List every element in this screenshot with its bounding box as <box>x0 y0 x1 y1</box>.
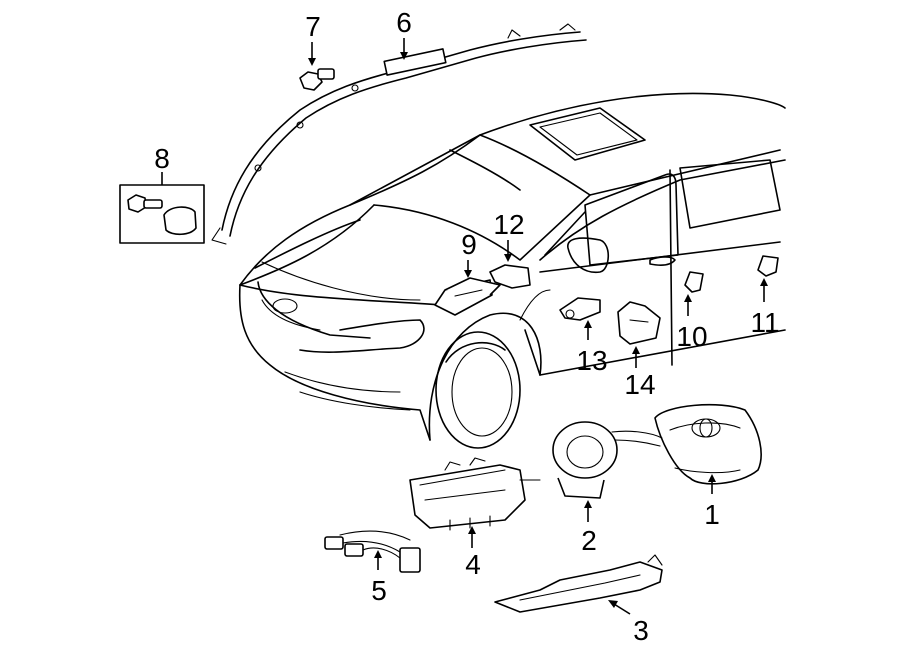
door-sensor-parts <box>684 255 779 293</box>
knee-airbag-part <box>494 554 663 613</box>
clock-spring-part <box>552 421 663 499</box>
bolt-part <box>299 68 335 91</box>
callout-1: 1 <box>704 499 720 530</box>
impact-sensor-part <box>559 297 601 321</box>
callout-14: 14 <box>624 369 655 400</box>
callout-5: 5 <box>371 575 387 606</box>
callout-labels: 1 2 3 4 5 6 7 8 9 10 11 12 13 14 <box>154 7 779 646</box>
bolt-and-clip-kit-part <box>119 184 205 244</box>
callout-4: 4 <box>465 549 481 580</box>
leader-lines <box>161 38 768 615</box>
callout-11: 11 <box>750 307 779 338</box>
side-sensor-bracket-part <box>617 301 661 345</box>
callout-9: 9 <box>461 229 477 260</box>
vehicle-illustration <box>238 92 786 449</box>
callout-3: 3 <box>633 615 649 646</box>
module-bracket-part <box>489 264 531 289</box>
callout-7: 7 <box>305 11 321 42</box>
curtain-airbag-part <box>211 23 587 245</box>
airbag-control-module-part <box>434 277 501 316</box>
callout-6: 6 <box>396 7 412 38</box>
steering-wheel-airbag-part <box>654 403 762 485</box>
wire-harness-part <box>324 530 421 573</box>
callout-12: 12 <box>493 209 524 240</box>
callout-10: 10 <box>676 321 707 352</box>
passenger-airbag-part <box>409 457 541 531</box>
callout-2: 2 <box>581 525 597 556</box>
callout-13: 13 <box>576 345 607 376</box>
callout-8: 8 <box>154 143 170 174</box>
